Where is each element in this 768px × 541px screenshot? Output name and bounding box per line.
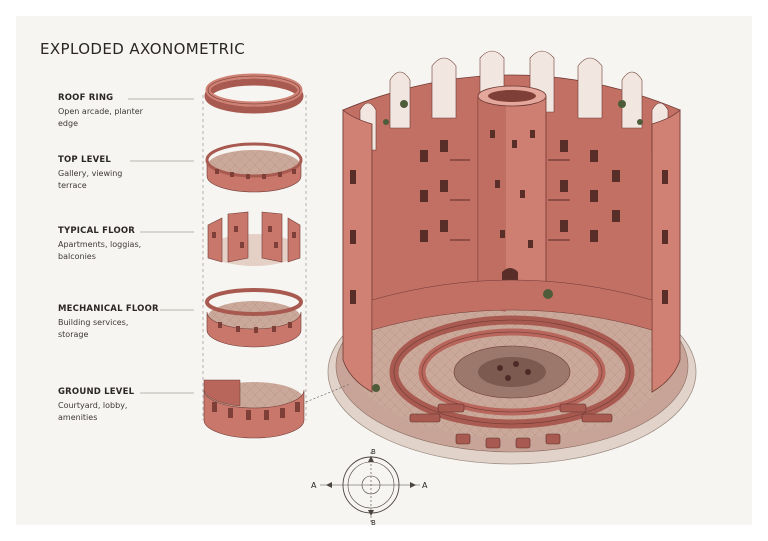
leader-lines (128, 98, 194, 394)
label-description: Building services, storage (58, 318, 129, 339)
section-marker-east: A (422, 481, 428, 490)
mechanical-floor-component (205, 288, 303, 348)
label-roof-ring: ROOF RING Open arcade, planter edge (58, 93, 198, 130)
label-description: Gallery, viewing terrace (58, 169, 123, 190)
label-description: Apartments, loggias, balconies (58, 240, 142, 261)
label-mechanical-floor: MECHANICAL FLOOR Building services, stor… (58, 304, 198, 341)
label-name: ROOF RING (58, 93, 114, 103)
label-description: Courtyard, lobby, amenities (58, 401, 128, 422)
section-marker-south: B (371, 519, 376, 527)
label-ground-level: GROUND LEVEL Courtyard, lobby, amenities (58, 387, 198, 424)
label-typical-floor: TYPICAL FLOOR Apartments, loggias, balco… (58, 226, 198, 263)
roof-ring-component (204, 73, 304, 114)
section-marker-north: B (371, 448, 376, 456)
label-name: TYPICAL FLOOR (58, 226, 136, 236)
label-name: MECHANICAL FLOOR (58, 304, 159, 314)
main-building (305, 50, 697, 465)
label-top-level: TOP LEVEL Gallery, viewing terrace (58, 155, 198, 192)
label-name: GROUND LEVEL (58, 387, 135, 397)
key-plan (320, 452, 420, 522)
label-description: Open arcade, planter edge (58, 107, 143, 128)
section-marker-west: A (311, 481, 317, 490)
ground-level-component (203, 379, 305, 439)
drawing-title: EXPLODED AXONOMETRIC (40, 40, 246, 58)
top-level-component (205, 142, 303, 193)
label-name: TOP LEVEL (58, 155, 112, 165)
alignment-guides (202, 95, 307, 420)
typical-floor-component (207, 211, 301, 266)
